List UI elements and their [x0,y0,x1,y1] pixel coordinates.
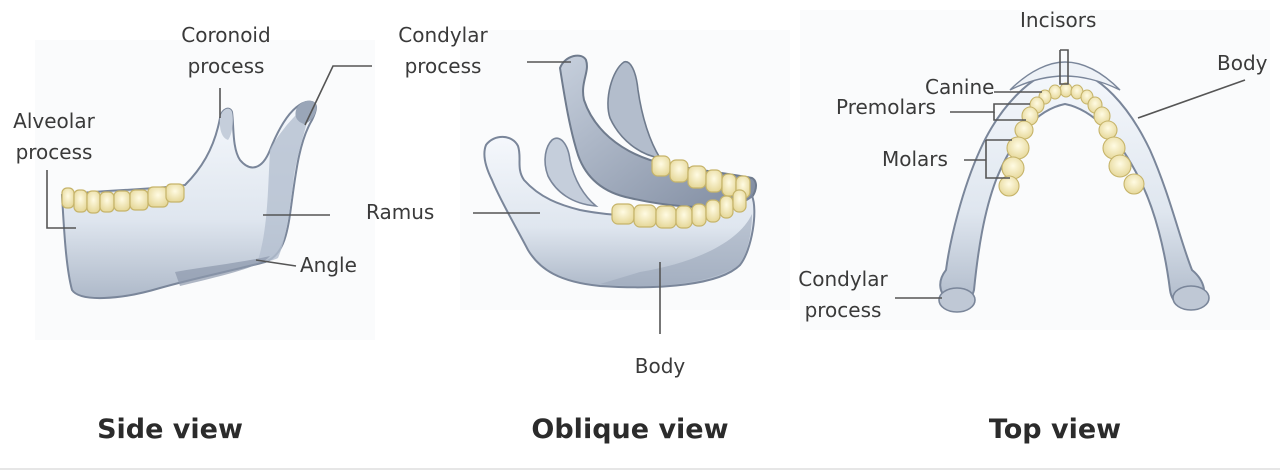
top-condylar-label: Condylar process [790,264,896,326]
oblique-condylar-label-text: Condylar process [398,23,488,78]
top-body-label-text: Body [1217,51,1268,75]
side-angle-label-text: Angle [300,253,357,277]
side-view-mandible [60,100,317,299]
side-coronoid-label-text: Coronoid process [181,23,271,78]
top-premolars-label-text: Premolars [836,95,936,119]
top-canine-label: Canine [925,72,994,103]
oblique-body-label: Body [620,351,700,382]
side-alveolar-label-text: Alveolar process [13,109,95,164]
bottom-divider [0,468,1280,470]
top-condylar-label-text: Condylar process [798,267,888,322]
oblique-ramus-label: Ramus [366,197,434,228]
side-angle-label: Angle [300,250,357,281]
top-molars-label: Molars [882,144,948,175]
oblique-view-teeth [611,155,751,229]
side-coronoid-label: Coronoid process [168,20,284,82]
oblique-body-label-text: Body [634,354,686,378]
side-alveolar-label: Alveolar process [6,106,102,168]
side-view-teeth [61,183,185,214]
top-incisors-label-text: Incisors [1020,8,1097,32]
top-incisors-label: Incisors [1020,5,1096,36]
oblique-view-mandible [483,54,757,289]
top-molars-label-text: Molars [882,147,948,171]
side-view-title: Side view [97,414,243,445]
top-canine-label-text: Canine [925,75,995,99]
top-view-teeth [998,82,1145,197]
top-body-label: Body [1217,48,1268,79]
oblique-ramus-label-text: Ramus [366,200,435,224]
top-view-leader-lines [895,49,1246,299]
top-premolars-label: Premolars [836,92,936,123]
oblique-view-title: Oblique view [531,414,729,445]
oblique-condylar-label: Condylar process [385,20,501,82]
top-view-mandible [938,61,1210,313]
top-view-title: Top view [988,414,1122,445]
side-view-leader-lines [46,65,372,267]
oblique-view-leader-lines [473,61,661,334]
